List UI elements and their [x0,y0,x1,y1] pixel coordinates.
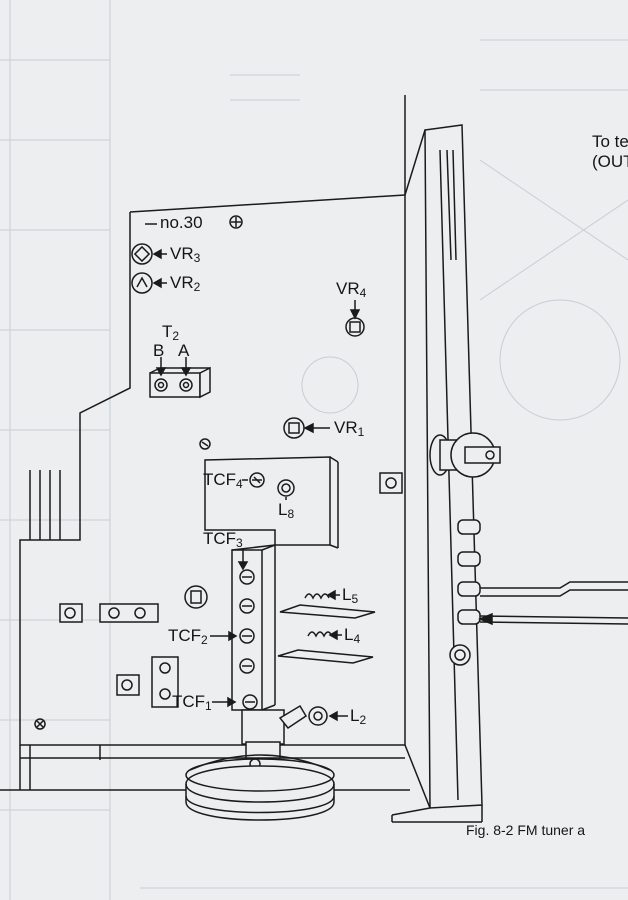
shaft-knob [429,432,501,478]
left-terminal-blocks [59,603,179,708]
vr3-subscript: 3 [193,251,201,265]
l5-subscript: 5 [351,592,359,606]
tcf1-text: TCF [172,692,206,711]
l2-subscript: 2 [359,713,367,727]
l8-subscript: 8 [287,507,295,521]
tcf2-label: TCF2 [168,627,208,646]
tcf3-text: TCF [203,529,237,548]
vr1-subscript: 1 [357,425,365,439]
no30-screw-label: no.30 [160,214,203,231]
tcf4-label: TCF4 [203,471,243,490]
l2-label: L2 [350,707,366,726]
terminal-b-label: B [153,342,164,359]
vr4-text: VR [336,279,360,298]
tcf3-label: TCF3 [203,530,243,549]
main-chassis-plate [0,95,410,791]
figure-caption-text: Fig. 8-2 FM tuner a [466,822,586,838]
l4-subscript: 4 [353,632,361,646]
tuning-drum [185,696,348,821]
l4-label: L4 [344,626,360,645]
tcf2-subscript: 2 [201,633,208,647]
vr1-and-misc-parts [34,417,403,730]
to-terminal-line2: (OUT [592,153,628,170]
t2-text: T [162,322,173,341]
t2-subscript: 2 [172,329,180,343]
tcf3-subscript: 3 [236,536,243,550]
l2-text: L [350,706,360,725]
label-arrows [210,479,248,642]
vr1-label: VR1 [334,419,364,438]
vr2-subscript: 2 [193,280,201,294]
l8-text: L [278,500,288,519]
tcf1-subscript: 1 [205,699,212,713]
terminal-b-text: B [153,341,165,360]
to-terminal-text-1: To te [592,132,628,151]
vr2-text: VR [170,273,194,292]
tcf4-text: TCF [203,470,237,489]
terminal-a-label: A [178,342,189,359]
vr3-text: VR [170,244,194,263]
tcf1-label: TCF1 [172,693,212,712]
tcf4-subscript: 4 [236,477,243,491]
to-terminal-line1: To te [592,133,628,150]
vr4-subscript: 4 [359,286,367,300]
side-rail-frame [391,124,483,823]
vr4-label: VR4 [336,280,366,299]
l8-label: L8 [278,501,294,520]
no30-text: no.30 [160,213,203,232]
to-terminal-text-2: (OUT [592,152,628,171]
tcf-shield-block [204,456,339,711]
l4-text: L [344,625,354,644]
vr1-text: VR [334,418,358,437]
t2-transformer [149,357,211,399]
vr3-label: VR3 [170,245,200,264]
vr2-label: VR2 [170,274,200,293]
t2-label: T2 [162,323,179,342]
figure-caption: Fig. 8-2 FM tuner a [466,823,585,837]
tcf2-text: TCF [168,626,202,645]
output-jacks [449,519,628,666]
l5-label: L5 [342,586,358,605]
terminal-a-text: A [178,341,190,360]
l5-text: L [342,585,352,604]
coils-l5-l4 [277,589,376,664]
top-screws [131,215,365,337]
